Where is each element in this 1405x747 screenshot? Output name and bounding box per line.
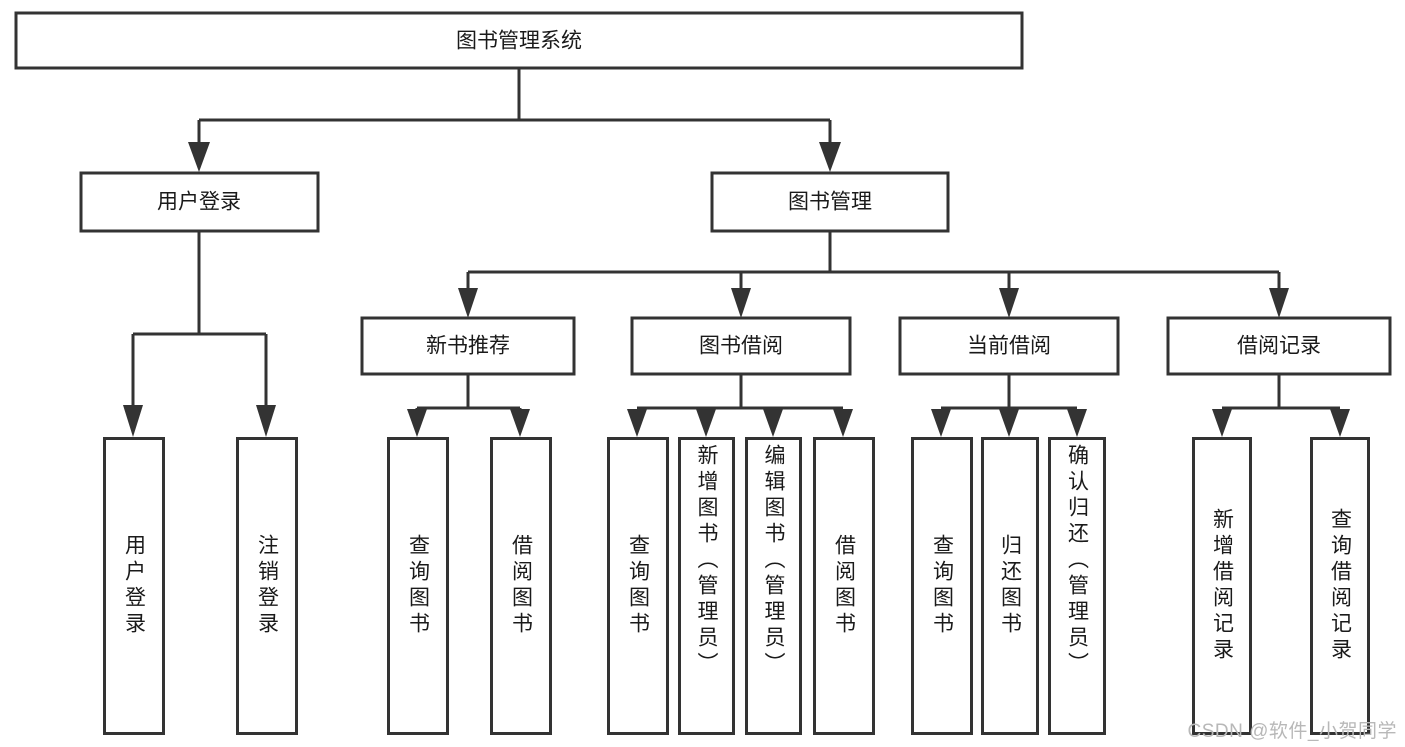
arrow-cb-leaf3: [1067, 409, 1087, 437]
node-new-book-recommend-label: 新书推荐: [426, 335, 510, 358]
leaf-book-borrow-1[interactable]: 查询图书: [607, 437, 669, 735]
arrow-bb-leaf2: [696, 409, 716, 437]
arrow-bb-leaf1: [627, 409, 647, 437]
node-user-login-box[interactable]: [79, 171, 320, 233]
node-book-borrow-box[interactable]: [630, 316, 852, 376]
node-book-manage-label: 图书管理: [788, 191, 872, 214]
node-borrow-record-box[interactable]: [1166, 316, 1392, 376]
connector-record-to-leaves: [1212, 375, 1350, 437]
node-current-borrow[interactable]: 当前借阅: [898, 316, 1120, 376]
node-user-login-label: 用户登录: [157, 191, 241, 214]
node-book-manage-box[interactable]: [710, 171, 950, 233]
leaf-current-borrow-2[interactable]: 归还图书: [981, 437, 1039, 735]
leaf-recommend-2-label: 借阅图书: [509, 534, 533, 638]
leaf-recommend-2[interactable]: 借阅图书: [490, 437, 552, 735]
arrow-rec-leaf2: [510, 409, 530, 437]
node-user-login[interactable]: 用户登录: [79, 171, 320, 233]
leaf-user-login-1[interactable]: 用户登录: [103, 437, 165, 735]
leaf-user-login-2-label: 注销登录: [255, 534, 279, 638]
connector-current-to-leaves: [931, 375, 1087, 437]
node-book-borrow[interactable]: 图书借阅: [630, 316, 852, 376]
arrow-book-manage: [819, 142, 841, 172]
leaf-current-borrow-3-label: 确认归还（管理员）: [1065, 444, 1089, 678]
arrow-book-borrow: [731, 288, 751, 318]
leaf-current-borrow-3[interactable]: 确认归还（管理员）: [1048, 437, 1106, 735]
connector-recommend-to-leaves: [407, 375, 530, 437]
arrow-ul-leaf2: [256, 405, 276, 437]
arrow-current-borrow: [999, 288, 1019, 318]
leaf-borrow-record-1-label: 新增借阅记录: [1210, 508, 1234, 664]
leaf-book-borrow-2[interactable]: 新增图书（管理员）: [678, 437, 735, 735]
node-current-borrow-box[interactable]: [898, 316, 1120, 376]
connector-borrow-to-leaves: [627, 375, 853, 437]
arrow-cb-leaf2: [999, 409, 1019, 437]
arrow-new-book-recommend: [458, 288, 478, 318]
connector-user-login-to-leaves: [123, 232, 276, 437]
node-borrow-record[interactable]: 借阅记录: [1166, 316, 1392, 376]
leaf-borrow-record-1[interactable]: 新增借阅记录: [1192, 437, 1252, 735]
connector-book-manage-to-level3: [458, 232, 1289, 318]
node-root-box[interactable]: [14, 11, 1024, 70]
leaf-user-login-1-label: 用户登录: [122, 534, 146, 638]
node-root[interactable]: 图书管理系统: [14, 11, 1024, 70]
arrow-rec-leaf1: [407, 409, 427, 437]
leaf-borrow-record-2-label: 查询借阅记录: [1328, 508, 1352, 664]
leaf-current-borrow-1-label: 查询图书: [930, 534, 954, 638]
leaf-book-borrow-1-label: 查询图书: [626, 534, 650, 638]
leaf-book-borrow-3-label: 编辑图书（管理员）: [762, 444, 785, 678]
arrow-borrow-record: [1269, 288, 1289, 318]
arrow-user-login: [188, 142, 210, 172]
leaf-book-borrow-4-label: 借阅图书: [832, 534, 856, 638]
node-borrow-record-label: 借阅记录: [1237, 335, 1321, 358]
leaf-user-login-2[interactable]: 注销登录: [236, 437, 298, 735]
arrow-bb-leaf4: [833, 409, 853, 437]
connector-root-to-level2: [188, 68, 841, 172]
leaf-current-borrow-2-label: 归还图书: [998, 534, 1022, 638]
arrow-bb-leaf3: [763, 409, 783, 437]
arrow-br-leaf1: [1212, 409, 1232, 437]
leaf-book-borrow-3[interactable]: 编辑图书（管理员）: [745, 437, 802, 735]
node-current-borrow-label: 当前借阅: [967, 335, 1051, 358]
node-book-borrow-label: 图书借阅: [699, 335, 783, 358]
leaf-book-borrow-4[interactable]: 借阅图书: [813, 437, 875, 735]
leaf-current-borrow-1[interactable]: 查询图书: [911, 437, 973, 735]
leaf-recommend-1[interactable]: 查询图书: [387, 437, 449, 735]
leaf-borrow-record-2[interactable]: 查询借阅记录: [1310, 437, 1370, 735]
node-new-book-recommend[interactable]: 新书推荐: [360, 316, 576, 376]
leaf-book-borrow-2-label: 新增图书（管理员）: [695, 444, 718, 678]
node-book-manage[interactable]: 图书管理: [710, 171, 950, 233]
arrow-cb-leaf1: [931, 409, 951, 437]
leaf-recommend-1-label: 查询图书: [406, 534, 430, 638]
node-new-book-recommend-box[interactable]: [360, 316, 576, 376]
arrow-br-leaf2: [1330, 409, 1350, 437]
arrow-ul-leaf1: [123, 405, 143, 437]
node-root-label: 图书管理系统: [456, 30, 582, 53]
